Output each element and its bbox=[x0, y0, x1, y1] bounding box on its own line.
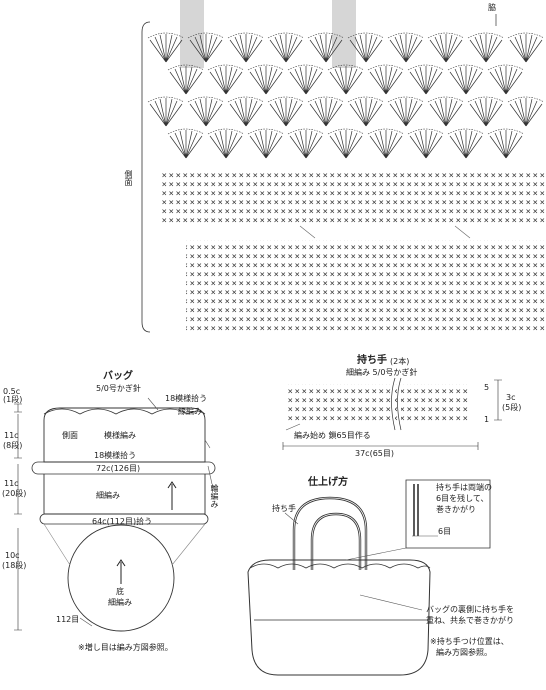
finish-note-4: 編み方図参照。 bbox=[436, 648, 492, 657]
bag-pick-mid: 18模様拾う bbox=[94, 451, 137, 460]
dim-2-rows: (8段) bbox=[3, 441, 23, 450]
crochet-chart bbox=[141, 0, 546, 333]
bag-width-mid: 72c(126目) bbox=[96, 464, 141, 473]
bag-hook: 5/0号かぎ針 bbox=[96, 384, 141, 393]
bag-edge: 縁編み bbox=[178, 407, 202, 416]
finish-note-2: 重ね、共糸で巻きかがり bbox=[426, 616, 514, 625]
handle-count: (2本) bbox=[390, 357, 410, 366]
bag-note: ※増し目は編み方図参照。 bbox=[78, 643, 173, 652]
bag-mid-band bbox=[31, 461, 216, 475]
finish-bag-body bbox=[247, 559, 431, 676]
finish-callout-1: 持ち手は両端の bbox=[436, 483, 492, 492]
dim-2: 11c bbox=[4, 431, 19, 440]
dim-1-rows: (1段) bbox=[3, 395, 23, 404]
bag-title: バッグ bbox=[103, 371, 133, 382]
handle-height: 3c bbox=[506, 393, 516, 402]
dim-3-rows: (20段) bbox=[2, 489, 27, 498]
finish-note-1: バッグの裏側に持ち手を bbox=[426, 605, 514, 614]
finish-callout-count: 6目 bbox=[438, 527, 452, 536]
rim-label: 脇 bbox=[488, 3, 496, 12]
handle-length: 37c(65目) bbox=[355, 449, 394, 458]
side-label: 側面 bbox=[124, 170, 133, 186]
bag-pick-bottom: 64c(112目)拾う bbox=[92, 517, 153, 526]
handle-title: 持ち手 bbox=[357, 355, 387, 366]
handle-row-1: 1 bbox=[484, 415, 490, 424]
finish-handle: 持ち手 bbox=[272, 504, 296, 513]
finish-callout-3: 巻きかがり bbox=[436, 505, 476, 514]
finish-title: 仕上げ方 bbox=[308, 477, 348, 488]
handle-row-5: 5 bbox=[484, 383, 490, 392]
bag-pick-top: 18模様拾う bbox=[165, 394, 208, 403]
dim-4-rows: (18段) bbox=[2, 561, 27, 570]
dim-4: 10c bbox=[5, 551, 20, 560]
bag-base-label: 底 bbox=[116, 587, 124, 596]
finish-note-3: ※持ち手つけ位置は、 bbox=[430, 637, 509, 646]
dim-1: 0.5c bbox=[3, 387, 21, 396]
dim-3: 11c bbox=[4, 479, 19, 488]
bag-base bbox=[67, 524, 175, 632]
finish-callout-box bbox=[405, 479, 491, 549]
bag-base-sc: 細編み bbox=[108, 598, 132, 607]
handle-spec: 細編み 5/0号かぎ針 bbox=[346, 368, 418, 377]
bag-pattern: 模様編み bbox=[104, 431, 136, 440]
bag-ring: 輪編み bbox=[210, 484, 219, 508]
bag-side: 側面 bbox=[62, 431, 78, 440]
bag-sc: 細編み bbox=[96, 491, 120, 500]
handle-rows: (5段) bbox=[502, 403, 522, 412]
bag-bottom-band bbox=[39, 513, 209, 525]
handle-start: 編み始め 鎖65目作る bbox=[294, 431, 371, 440]
finish-callout-2: 6目を残して、 bbox=[436, 494, 489, 503]
bag-base-count: 112目 bbox=[56, 615, 80, 624]
